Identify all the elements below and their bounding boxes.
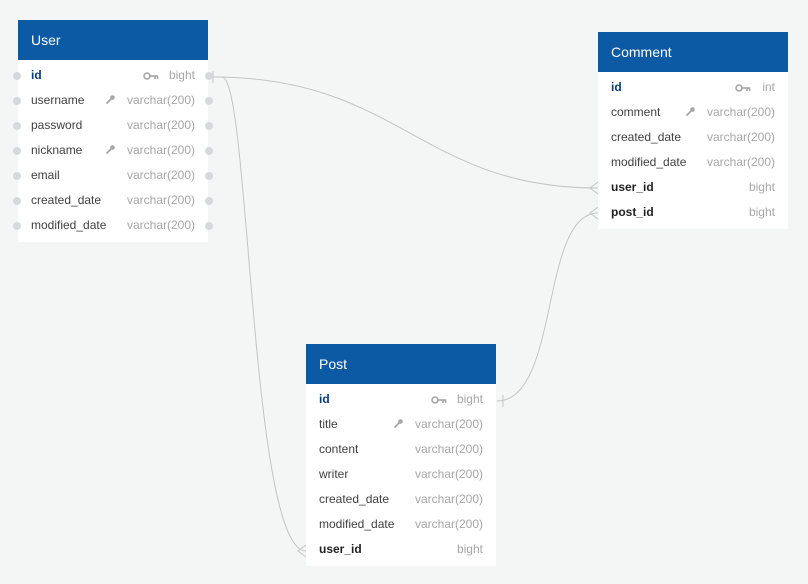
- connector-handle[interactable]: [13, 147, 21, 155]
- connector-handle[interactable]: [205, 72, 213, 80]
- field-name: email: [31, 168, 60, 182]
- field-row[interactable]: nickname varchar(200): [13, 138, 213, 164]
- field-row[interactable]: modified_date varchar(200): [598, 150, 788, 175]
- field-type: varchar(200): [126, 93, 195, 107]
- field-type: varchar(200): [706, 155, 775, 169]
- connector-handle[interactable]: [13, 72, 21, 80]
- field-name: id: [319, 392, 330, 406]
- field-type: varchar(200): [414, 442, 483, 456]
- field-row[interactable]: email varchar(200): [13, 163, 213, 188]
- field-row[interactable]: password varchar(200): [13, 113, 213, 138]
- field-name: created_date: [611, 130, 682, 144]
- field-name: writer: [319, 467, 349, 481]
- field-name: password: [31, 118, 83, 132]
- field-type: bight: [168, 68, 195, 82]
- field-name: modified_date: [611, 155, 687, 169]
- field-list: id bight username varchar(200) password varch…: [13, 60, 213, 242]
- connector-handle[interactable]: [205, 147, 213, 155]
- relation-user-post[interactable]: [221, 76, 307, 552]
- connector-handle[interactable]: [13, 222, 21, 230]
- key-icon: [735, 77, 751, 102]
- field-row[interactable]: title varchar(200): [306, 412, 496, 437]
- field-row[interactable]: modified_date varchar(200): [13, 213, 213, 238]
- field-name: username: [31, 93, 85, 107]
- wrench-icon: [393, 413, 404, 438]
- relation-post-comment[interactable]: [496, 212, 599, 402]
- field-row[interactable]: created_date varchar(200): [598, 125, 788, 150]
- key-icon: [143, 65, 159, 90]
- field-type: bight: [748, 180, 775, 194]
- field-name: title: [319, 417, 338, 431]
- field-name: content: [319, 442, 359, 456]
- field-row[interactable]: username varchar(200): [13, 88, 213, 114]
- field-type: varchar(200): [706, 130, 775, 144]
- field-name: nickname: [31, 143, 83, 157]
- field-type: varchar(200): [126, 143, 195, 157]
- table-title[interactable]: User: [18, 20, 208, 60]
- field-type: varchar(200): [414, 467, 483, 481]
- field-type: varchar(200): [126, 218, 195, 232]
- field-type: varchar(200): [414, 417, 483, 431]
- field-list: id bight title varchar(200) content varchar(2…: [306, 384, 496, 566]
- wrench-icon: [105, 89, 116, 114]
- field-row[interactable]: created_date varchar(200): [306, 487, 496, 512]
- field-type: varchar(200): [126, 118, 195, 132]
- table-post[interactable]: Post id bight title varchar(200) content varc…: [306, 344, 496, 566]
- field-row[interactable]: user_id bight: [598, 175, 788, 200]
- connector-handle[interactable]: [205, 197, 213, 205]
- connector-handle[interactable]: [205, 97, 213, 105]
- relation-user-comment[interactable]: [212, 76, 599, 189]
- connector-handle[interactable]: [205, 122, 213, 130]
- field-name: modified_date: [31, 218, 107, 232]
- wrench-icon: [105, 139, 116, 164]
- connector-handle[interactable]: [13, 172, 21, 180]
- connector-handle[interactable]: [13, 197, 21, 205]
- field-row[interactable]: post_id bight: [598, 200, 788, 225]
- field-row[interactable]: id int: [598, 75, 788, 100]
- field-row[interactable]: comment varchar(200): [598, 100, 788, 125]
- connector-handle[interactable]: [13, 122, 21, 130]
- field-name: post_id: [611, 205, 654, 219]
- field-row[interactable]: id bight: [13, 63, 213, 90]
- connector-handle[interactable]: [205, 222, 213, 230]
- field-type: bight: [456, 542, 483, 556]
- field-row[interactable]: writer varchar(200): [306, 462, 496, 487]
- field-name: user_id: [611, 180, 654, 194]
- field-name: created_date: [319, 492, 390, 506]
- field-name: id: [611, 80, 622, 94]
- field-name: created_date: [31, 193, 102, 207]
- field-row[interactable]: id bight: [306, 387, 496, 412]
- field-row[interactable]: modified_date varchar(200): [306, 512, 496, 537]
- field-type: varchar(200): [706, 105, 775, 119]
- table-title[interactable]: Comment: [598, 32, 788, 72]
- field-type: varchar(200): [414, 517, 483, 531]
- field-type: bight: [456, 392, 483, 406]
- field-type: varchar(200): [414, 492, 483, 506]
- connector-handle[interactable]: [205, 172, 213, 180]
- field-type: varchar(200): [126, 168, 195, 182]
- key-icon: [431, 389, 447, 414]
- field-row[interactable]: created_date varchar(200): [13, 188, 213, 213]
- field-name: user_id: [319, 542, 362, 556]
- field-type: int: [762, 80, 775, 94]
- field-name: comment: [611, 105, 661, 119]
- wrench-icon: [685, 101, 696, 126]
- connector-handle[interactable]: [13, 97, 21, 105]
- field-name: id: [31, 68, 42, 82]
- field-row[interactable]: content varchar(200): [306, 437, 496, 462]
- field-type: varchar(200): [126, 193, 195, 207]
- field-type: bight: [748, 205, 775, 219]
- table-title[interactable]: Post: [306, 344, 496, 384]
- field-row[interactable]: user_id bight: [306, 537, 496, 562]
- field-name: modified_date: [319, 517, 395, 531]
